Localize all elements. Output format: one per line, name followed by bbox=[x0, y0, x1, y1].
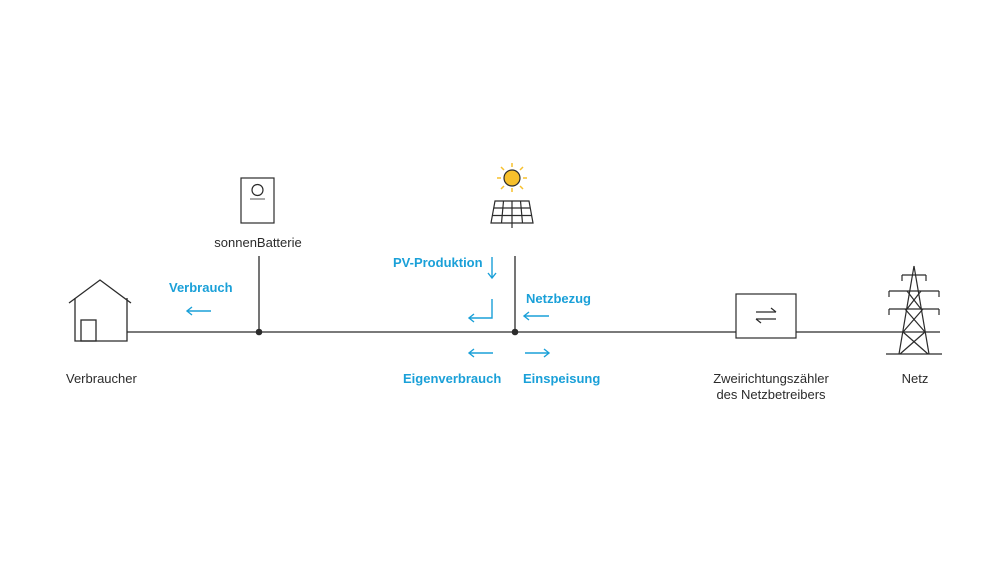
battery-label: sonnenBatterie bbox=[214, 235, 302, 250]
solar-panel-icon bbox=[490, 200, 534, 228]
battery-junction-dot bbox=[255, 328, 263, 336]
sun-icon bbox=[497, 163, 527, 192]
eigenverbrauch-arrow bbox=[467, 348, 493, 358]
verbrauch-arrow bbox=[185, 306, 211, 316]
netzbezug-arrow bbox=[522, 311, 549, 321]
meter-label-line2: des Netzbetreibers bbox=[716, 387, 826, 402]
battery-icon bbox=[240, 177, 275, 224]
eigenverbrauch-label: Eigenverbrauch bbox=[403, 371, 502, 386]
eigenverbrauch-corner-arrow bbox=[467, 299, 493, 323]
einspeisung-arrow bbox=[525, 348, 551, 358]
netzbezug-label: Netzbezug bbox=[526, 291, 591, 306]
pv-produktion-label: PV-Produktion bbox=[393, 255, 483, 270]
meter-label-line1: Zweirichtungszähler bbox=[713, 371, 829, 386]
pv-junction-dot bbox=[511, 328, 519, 336]
verbrauch-label: Verbrauch bbox=[169, 280, 233, 295]
power-pylon-icon bbox=[886, 265, 942, 355]
grid-label: Netz bbox=[901, 371, 929, 386]
einspeisung-label: Einspeisung bbox=[523, 371, 601, 386]
house-icon bbox=[68, 279, 132, 342]
pv-produktion-arrow bbox=[487, 257, 497, 280]
bidirectional-meter-icon bbox=[735, 293, 797, 339]
consumer-label: Verbraucher bbox=[66, 371, 137, 386]
